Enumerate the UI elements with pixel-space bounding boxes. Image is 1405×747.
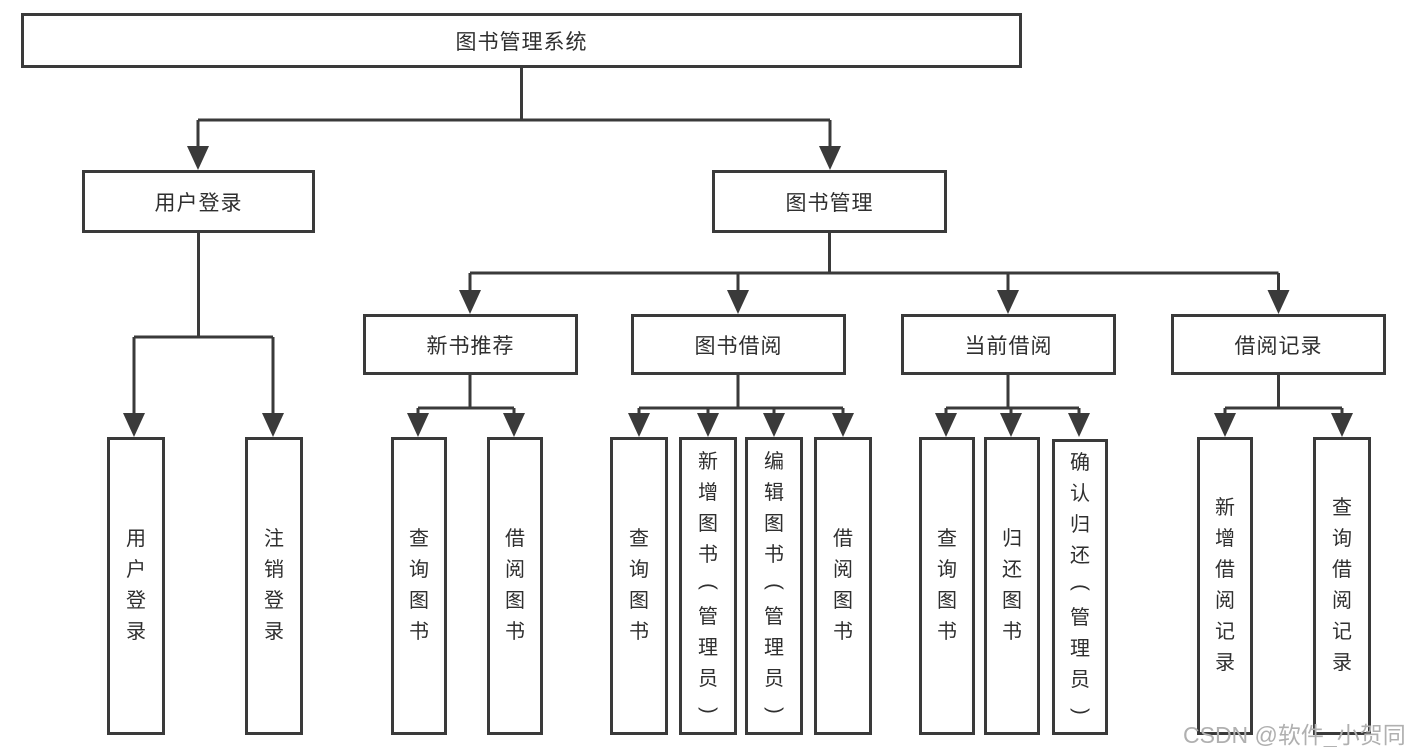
node-new-book-recommend: 新书推荐 xyxy=(363,314,578,375)
leaf-add-book-admin: 新增图书(管理员) xyxy=(679,437,737,735)
leaf-query-books-recommend: 查询图书 xyxy=(391,437,447,735)
node-system-root: 图书管理系统 xyxy=(21,13,1022,68)
node-user-login: 用户登录 xyxy=(82,170,315,233)
watermark: CSDN @软件_小贺同学 xyxy=(1183,722,1405,747)
node-current-borrow: 当前借阅 xyxy=(901,314,1116,375)
leaf-add-borrow-record: 新增借阅记录 xyxy=(1197,437,1253,735)
node-borrow-records: 借阅记录 xyxy=(1171,314,1386,375)
leaf-query-books-borrow: 查询图书 xyxy=(610,437,668,735)
leaf-query-borrow-record: 查询借阅记录 xyxy=(1313,437,1371,735)
leaf-edit-book-admin: 编辑图书(管理员) xyxy=(745,437,803,735)
leaf-return-books: 归还图书 xyxy=(984,437,1040,735)
leaf-borrow-books-recommend: 借阅图书 xyxy=(487,437,543,735)
leaf-borrow-books: 借阅图书 xyxy=(814,437,872,735)
leaf-confirm-return-admin: 确认归还(管理员) xyxy=(1052,439,1108,735)
arrowheads xyxy=(123,146,1353,437)
node-book-borrow: 图书借阅 xyxy=(631,314,846,375)
leaf-logout: 注销登录 xyxy=(245,437,303,735)
leaf-user-login: 用户登录 xyxy=(107,437,165,735)
leaf-query-books-current: 查询图书 xyxy=(919,437,975,735)
node-book-management: 图书管理 xyxy=(712,170,947,233)
